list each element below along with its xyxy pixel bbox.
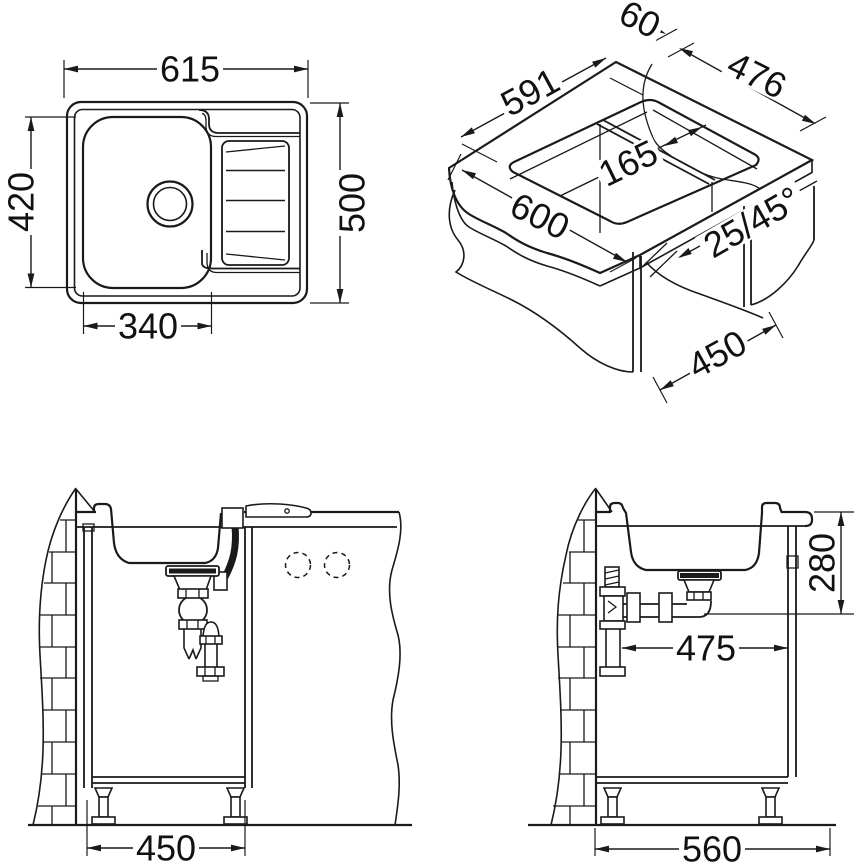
worktop-top	[596, 510, 814, 528]
drain-step-fitting	[221, 507, 244, 529]
dim-280: 280	[704, 511, 854, 615]
overflow-hole	[284, 508, 290, 514]
dim-text-340: 340	[118, 306, 178, 347]
basin-outline	[81, 115, 213, 290]
drain-hole-outer	[146, 180, 194, 228]
dim-text-615: 615	[160, 49, 220, 90]
drainboard-ridges	[226, 169, 285, 233]
dim-500: 500	[310, 102, 373, 304]
dim-60: 60	[611, 0, 695, 58]
cabinet-side-panels	[83, 527, 253, 788]
sink-outer-edge	[65, 100, 309, 305]
dim-text-560: 560	[682, 829, 742, 868]
rim-step-bottom-outer	[201, 250, 300, 270]
drainboard-section	[245, 502, 312, 518]
brick-verticals	[51, 520, 67, 825]
cabinet-torn-front	[645, 261, 764, 319]
dim-text-450-iso: 450	[681, 322, 753, 387]
dim-chamfer: 25/45°	[676, 178, 818, 266]
torn-right-edge	[388, 511, 402, 826]
drainboard-outline	[221, 140, 290, 266]
cabinet-partition-edge	[632, 252, 642, 372]
cabinet-torn-left-panel	[448, 189, 634, 373]
cabinet-bottom-shelf	[92, 776, 245, 784]
brick-verticals	[569, 520, 585, 825]
sink-bowl-section	[608, 501, 784, 572]
overflow-hose	[221, 525, 239, 579]
wall-right-view	[550, 487, 613, 826]
rim-step-bottom-inner	[206, 253, 300, 274]
knockout-hole-left	[284, 551, 312, 579]
dim-text-591: 591	[494, 60, 566, 125]
wall-left	[32, 487, 96, 826]
dim-text-475: 475	[676, 628, 736, 669]
dim-615: 615	[63, 49, 309, 98]
dim-476: 476	[680, 43, 827, 132]
cutout-outline	[508, 98, 760, 225]
cabinet-legs	[600, 787, 783, 825]
cabinet-front-panel	[787, 526, 797, 777]
dim-165: 165	[559, 123, 707, 197]
sink-inner-rim	[73, 108, 301, 297]
rim-step-top-outer	[198, 109, 300, 134]
brick-joints	[553, 519, 596, 807]
top-view: 615 420 500 340	[1, 49, 373, 347]
dim-text-450-front: 450	[136, 828, 196, 868]
cabinet-legs	[91, 787, 248, 825]
sink-bowl-section	[92, 502, 223, 565]
drain-hole-inner	[152, 186, 188, 222]
cabinet-bottom-shelf	[596, 776, 788, 784]
siphon-trap	[165, 565, 225, 682]
dim-475: 475	[622, 628, 788, 669]
knockout-hole-right	[323, 551, 351, 579]
cutout-inner-face	[509, 109, 758, 180]
dim-text-chamfer: 25/45°	[697, 178, 808, 266]
wall-trap	[599, 566, 626, 677]
dim-450-front: 450	[86, 800, 246, 868]
dim-text-280: 280	[802, 533, 843, 593]
worktop-slab-top	[447, 60, 815, 275]
chamfer-ticks	[639, 242, 678, 278]
fastening-clip	[82, 523, 95, 532]
dim-450-iso: 450	[652, 311, 784, 404]
drainboard-grooves	[225, 145, 286, 261]
front-rail-block	[786, 555, 799, 569]
dim-340: 340	[82, 292, 213, 347]
dim-text-420: 420	[1, 172, 42, 232]
side-section-view: 280 475 560	[528, 487, 854, 868]
rim-step-top-inner	[201, 112, 300, 138]
front-section-view: 450	[28, 487, 412, 868]
cabinet-torn-side	[750, 239, 815, 306]
waste-assembly	[623, 570, 722, 623]
dim-text-500: 500	[332, 173, 373, 233]
iso-cutout-view: 60 476 591 165 600	[447, 0, 827, 404]
brick-joints	[38, 519, 76, 807]
dim-560: 560	[594, 828, 831, 868]
dim-420: 420	[1, 116, 76, 289]
